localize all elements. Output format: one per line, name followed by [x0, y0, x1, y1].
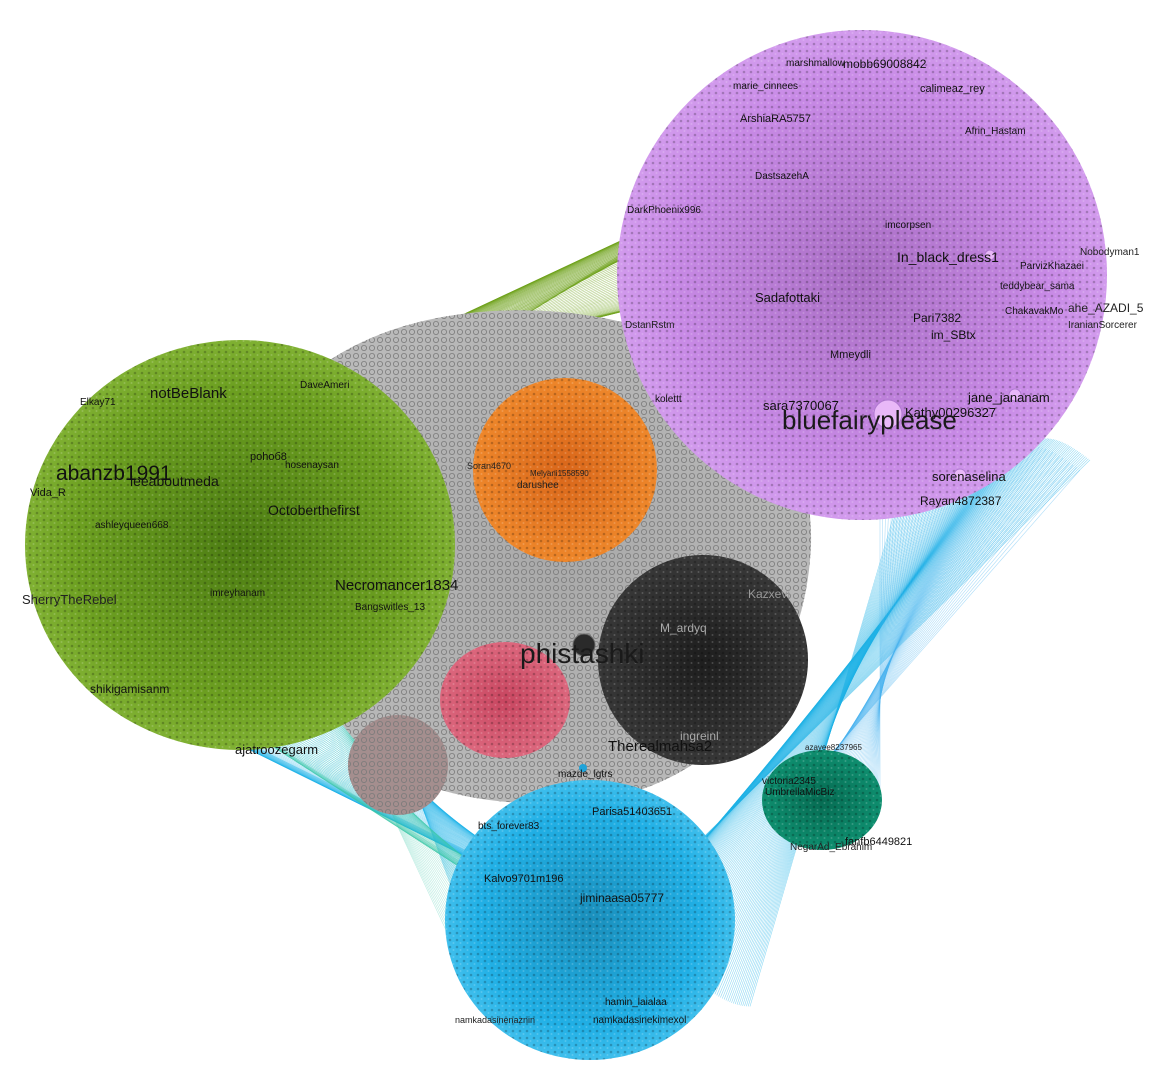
edge-line — [878, 472, 884, 812]
edge-line — [818, 454, 1003, 791]
hub-node-mazde — [579, 764, 587, 772]
edge-line — [697, 481, 953, 983]
edge-line — [808, 446, 1023, 798]
edge-line — [871, 482, 898, 811]
edge-line — [850, 493, 938, 798]
edge-line — [800, 446, 1040, 804]
orange-community-cluster — [473, 378, 657, 562]
teal-community-cluster — [762, 750, 882, 850]
edge-line — [822, 458, 996, 790]
edge-line — [830, 471, 979, 789]
edge-line — [835, 478, 969, 789]
edge-line — [852, 493, 935, 799]
edge-line — [709, 479, 944, 991]
edge-line — [686, 480, 962, 975]
edge-line — [855, 493, 928, 802]
edge-line — [847, 491, 945, 795]
edge-line — [827, 466, 986, 789]
hub-node-jane — [1008, 388, 1022, 402]
edge-line — [707, 480, 946, 990]
edge-line — [832, 473, 976, 789]
edge-line — [690, 481, 959, 978]
edge-line — [820, 456, 999, 791]
edge-line — [699, 481, 952, 984]
edge-line — [849, 492, 942, 797]
edge-line — [791, 453, 1057, 809]
edge-line — [844, 488, 952, 793]
edge-line — [801, 446, 1037, 803]
edge-line — [864, 489, 911, 807]
hub-node-in-black — [984, 249, 996, 261]
edge-line — [854, 493, 932, 800]
edge-line — [857, 493, 925, 803]
edge-line — [703, 480, 949, 987]
hub-nodes — [572, 249, 1022, 772]
edge-line — [872, 479, 894, 811]
edge-line — [837, 480, 966, 790]
edge-line — [823, 461, 993, 789]
edge-line — [815, 451, 1010, 793]
edge-line — [859, 492, 921, 804]
edge-line — [795, 450, 1050, 808]
blue-community-cluster — [445, 780, 735, 1060]
edge-line — [874, 477, 891, 812]
edge-line — [845, 490, 949, 794]
edge-line — [813, 449, 1013, 794]
edge-line — [806, 446, 1027, 799]
edge-line — [825, 463, 989, 789]
edge-line — [798, 447, 1043, 805]
edge-line — [817, 452, 1006, 792]
edge-line — [842, 487, 955, 792]
hub-node-bluefairyplease — [873, 399, 903, 429]
purple-community-cluster — [617, 30, 1107, 520]
hub-node-sorenaselina — [953, 468, 967, 482]
edge-line — [694, 481, 956, 980]
small-gray-cluster — [348, 715, 448, 815]
edge-line — [705, 480, 947, 989]
edge-line — [789, 455, 1060, 810]
hub-node-phistashki — [572, 633, 596, 657]
edge-line — [701, 481, 950, 986]
edge-line — [869, 484, 901, 810]
black-community-cluster — [598, 555, 808, 765]
edge-line — [811, 448, 1016, 795]
edge-line — [810, 447, 1020, 797]
edge-line — [862, 490, 915, 806]
edge-line — [688, 481, 961, 976]
edge-line — [805, 445, 1030, 800]
edge-line — [866, 488, 908, 808]
edge-line — [833, 476, 972, 789]
edge-line — [696, 481, 955, 982]
pink-community-cluster — [440, 642, 570, 758]
edge-line — [793, 451, 1054, 809]
edge-line — [803, 445, 1033, 802]
edge-line — [839, 483, 962, 791]
edge-line — [867, 486, 905, 809]
edge-line — [828, 468, 982, 789]
edge-line — [861, 492, 918, 805]
edge-line — [710, 479, 943, 992]
edge-line — [796, 448, 1047, 806]
edge-line — [840, 485, 959, 791]
edge-line — [876, 475, 888, 812]
green-community-cluster — [25, 340, 455, 750]
edge-line — [692, 481, 958, 979]
